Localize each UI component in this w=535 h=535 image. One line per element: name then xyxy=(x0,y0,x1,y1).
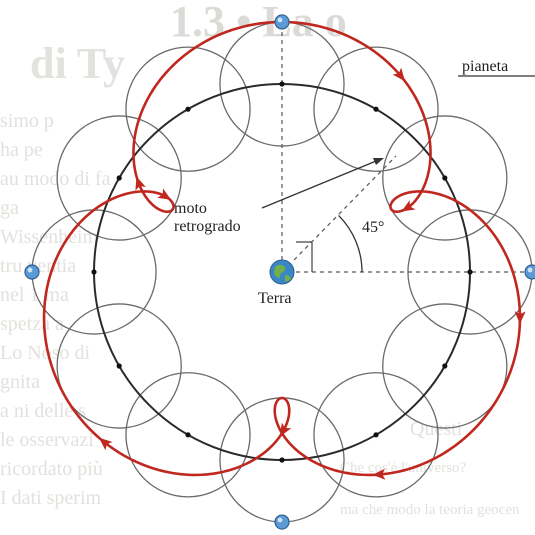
epicycle-center-dot xyxy=(373,432,378,437)
retrograde-motion-label: moto retrogrado xyxy=(174,200,241,236)
epicycle-center-dot xyxy=(91,269,96,274)
angle-arc xyxy=(339,215,362,272)
diagonal-dashed-line xyxy=(294,156,396,260)
earth-icon xyxy=(270,260,294,284)
epicycle-center-dot xyxy=(279,457,284,462)
epicycle-center-dot xyxy=(373,107,378,112)
epicycle-center-dot xyxy=(117,175,122,180)
right-angle-marker xyxy=(296,242,312,272)
epicycle-center-dot xyxy=(185,432,190,437)
retrograde-pointer-line xyxy=(262,159,381,208)
pointer-arrowhead xyxy=(373,158,384,165)
planet-highlight xyxy=(278,18,283,23)
epicycle-center-dot xyxy=(442,175,447,180)
epicycle-center-dot xyxy=(117,363,122,368)
planet-dot xyxy=(275,15,289,29)
retrograde-label-line1: moto xyxy=(174,200,241,218)
trajectory-arrow-icon xyxy=(131,175,146,191)
planet-dot xyxy=(275,515,289,529)
angle-label: 45° xyxy=(362,219,384,237)
planet-highlight xyxy=(28,268,33,273)
planet-dot xyxy=(25,265,39,279)
retrograde-label-line2: retrogrado xyxy=(174,218,241,236)
epicycle-center-dot xyxy=(185,107,190,112)
epicycle-center-dot xyxy=(442,363,447,368)
epicycle-center-dot xyxy=(467,269,472,274)
arrowhead-shape xyxy=(131,175,146,191)
earth-label: Terra xyxy=(258,290,292,308)
epicycle-center-dot xyxy=(279,81,284,86)
planet-highlight xyxy=(278,518,283,523)
planet-label: pianeta xyxy=(462,58,508,76)
planet-highlight xyxy=(528,268,533,273)
